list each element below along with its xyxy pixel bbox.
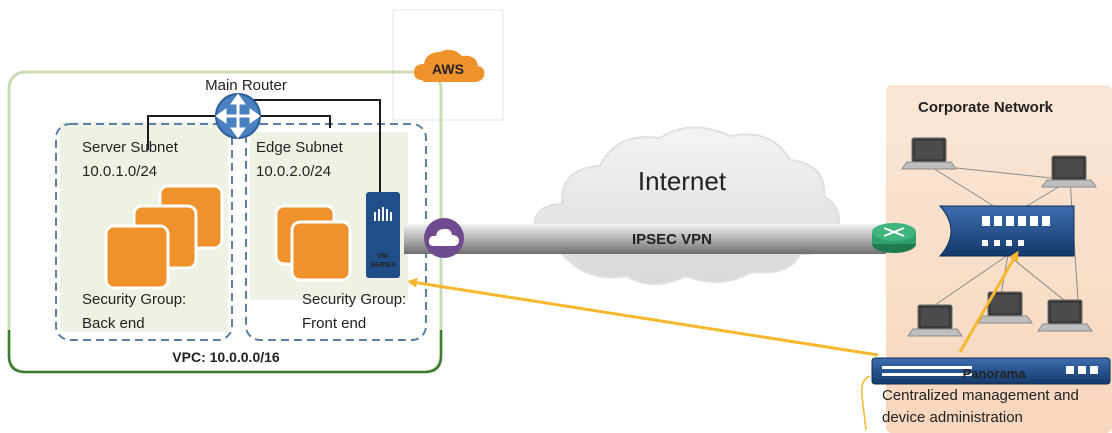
main-router-icon xyxy=(215,93,261,139)
sg-back-line2: Back end xyxy=(82,315,145,332)
vpc-label: VPC: 10.0.0.0/16 xyxy=(172,349,280,365)
panorama-appliance-icon xyxy=(871,357,1111,385)
edge-subnet-cidr: 10.0.2.0/24 xyxy=(256,163,331,180)
sg-front-line2: Front end xyxy=(302,315,366,332)
vpn-label: IPSEC VPN xyxy=(632,231,712,248)
server-subnet-name: Server Subnet xyxy=(82,139,179,156)
corporate-router-icon xyxy=(872,223,916,253)
panorama-label: Panorama xyxy=(963,366,1027,381)
edge-subnet-name: Edge Subnet xyxy=(256,139,344,156)
vm-series-label-line1: VM- xyxy=(377,253,391,260)
frontend-instances-icon xyxy=(274,204,352,282)
panorama-caption-line1: Centralized management and xyxy=(882,387,1079,404)
management-arrows xyxy=(407,250,1019,431)
vm-series-label-line2: SERIES xyxy=(370,262,396,269)
security-group-back-end xyxy=(55,123,233,341)
panorama-caption-line2: device administration xyxy=(882,409,1023,426)
aws-frame xyxy=(392,9,504,121)
aws-cloud-icon: AWS xyxy=(414,49,485,82)
corporate-network-title: Corporate Network xyxy=(918,99,1054,116)
ipsec-vpn-tunnel xyxy=(404,223,960,255)
main-router-label: Main Router xyxy=(205,77,287,94)
corporate-firewall-icon xyxy=(938,205,1075,257)
router-links xyxy=(147,99,381,192)
vpn-gateway-icon xyxy=(424,218,464,258)
internet-label: Internet xyxy=(638,166,727,196)
server-subnet-cidr: 10.0.1.0/24 xyxy=(82,163,157,180)
internet-cloud xyxy=(532,126,840,285)
sg-back-line1: Security Group: xyxy=(82,291,186,308)
vpc-container xyxy=(7,330,443,374)
aws-badge-text: AWS xyxy=(432,61,464,77)
vm-series-firewall-icon: VM- SERIES xyxy=(366,192,400,278)
sg-front-line1: Security Group: xyxy=(302,291,406,308)
backend-instances-icon xyxy=(104,184,224,290)
